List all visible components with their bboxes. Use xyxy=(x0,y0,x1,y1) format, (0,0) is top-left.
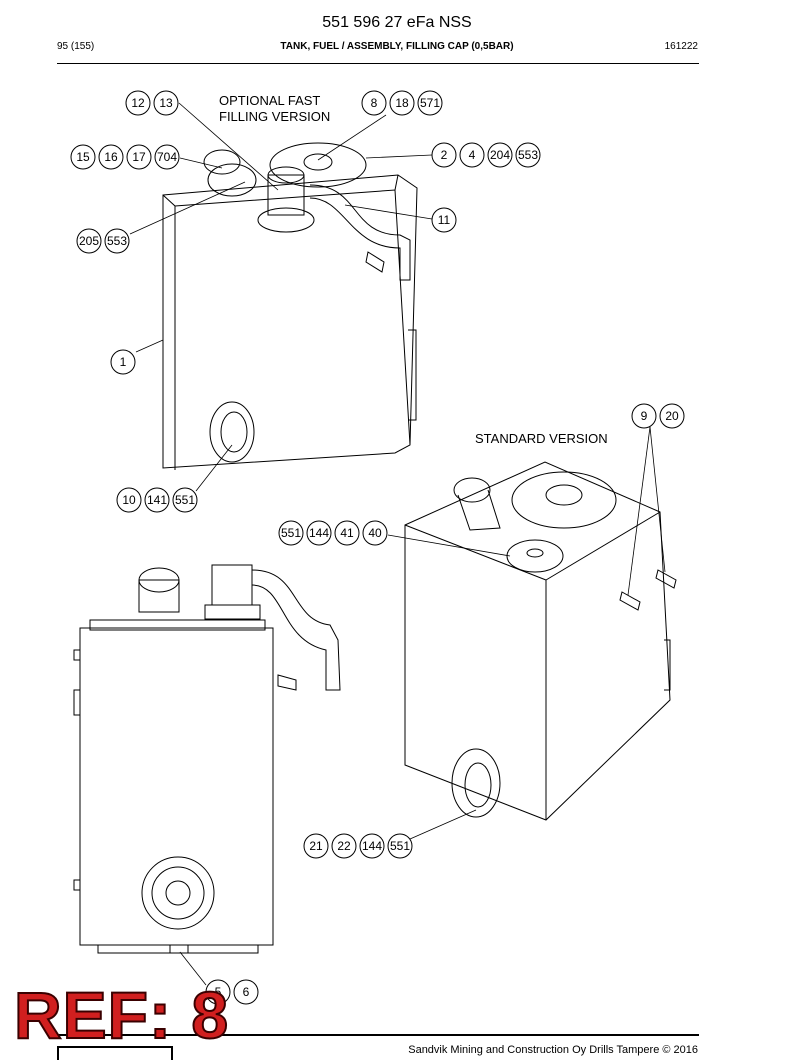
callout-number: 4 xyxy=(469,148,476,162)
callout-number: 20 xyxy=(665,409,679,423)
callout-number: 141 xyxy=(147,493,167,507)
standard-version-label: STANDARD VERSION xyxy=(475,431,608,446)
page-number: 95 (155) xyxy=(57,41,95,52)
tank-top-view-drawing xyxy=(162,142,418,470)
tank-front-view-drawing xyxy=(73,564,341,954)
callout-number: 12 xyxy=(131,96,145,110)
callout-number: 551 xyxy=(281,526,301,540)
callout-8-18-571: 8 18 571 xyxy=(361,90,443,116)
document-code: 161222 xyxy=(664,41,698,52)
ref-stamp: REF: 8 xyxy=(13,978,230,1052)
callout-number: 144 xyxy=(309,526,329,540)
callout-number: 40 xyxy=(368,526,382,540)
callout-number: 204 xyxy=(490,148,510,162)
callout-205-553: 205 553 xyxy=(76,228,130,254)
optional-fast-label-line2: FILLING VERSION xyxy=(219,109,331,124)
callout-10-141-551: 10 141 551 xyxy=(116,487,198,513)
document-title: 551 596 27 eFa NSS xyxy=(322,14,472,31)
callout-5-6: 5 6 xyxy=(205,979,259,1005)
callout-number: 1 xyxy=(120,355,127,369)
callout-number: 18 xyxy=(395,96,409,110)
callout-number: 13 xyxy=(159,96,173,110)
callout-number: 551 xyxy=(390,839,410,853)
callout-number: 2 xyxy=(441,148,448,162)
callout-12-13: 12 13 xyxy=(125,90,179,116)
callout-551-144-41-40: 551 144 41 40 xyxy=(278,520,388,546)
callout-number: 6 xyxy=(243,985,250,999)
callout-11: 11 xyxy=(431,207,457,233)
callout-number: 553 xyxy=(107,234,127,248)
callout-number: 704 xyxy=(157,150,177,164)
leader-lines xyxy=(129,102,666,986)
header-rule xyxy=(57,63,699,64)
callout-number: 9 xyxy=(641,409,648,423)
callout-number: 11 xyxy=(438,213,451,227)
callout-21-22-144-551: 21 22 144 551 xyxy=(303,833,413,859)
optional-fast-label-line1: OPTIONAL FAST xyxy=(219,93,321,108)
callout-number: 21 xyxy=(309,839,323,853)
callout-1: 1 xyxy=(110,349,136,375)
section-title: TANK, FUEL / ASSEMBLY, FILLING CAP (0,5B… xyxy=(280,41,514,52)
callout-2-4-204-553: 2 4 204 553 xyxy=(431,142,541,168)
callout-number: 205 xyxy=(79,234,99,248)
tank-standard-view-drawing xyxy=(404,461,677,821)
footer-rule xyxy=(57,1034,699,1036)
callout-number: 5 xyxy=(215,985,222,999)
callout-number: 10 xyxy=(122,493,136,507)
callout-15-16-17-704: 15 16 17 704 xyxy=(70,144,180,170)
callout-number: 16 xyxy=(104,150,118,164)
callout-number: 8 xyxy=(371,96,378,110)
callout-number: 17 xyxy=(132,150,146,164)
callout-number: 144 xyxy=(362,839,382,853)
copyright-text: Sandvik Mining and Construction Oy Drill… xyxy=(408,1044,698,1056)
callout-number: 41 xyxy=(340,526,354,540)
callout-number: 553 xyxy=(518,148,538,162)
callout-number: 571 xyxy=(420,96,440,110)
callout-number: 15 xyxy=(76,150,90,164)
callout-number: 551 xyxy=(175,493,195,507)
callout-number: 22 xyxy=(337,839,351,853)
logo-box xyxy=(57,1046,173,1060)
callout-9-20: 9 20 xyxy=(631,403,685,429)
